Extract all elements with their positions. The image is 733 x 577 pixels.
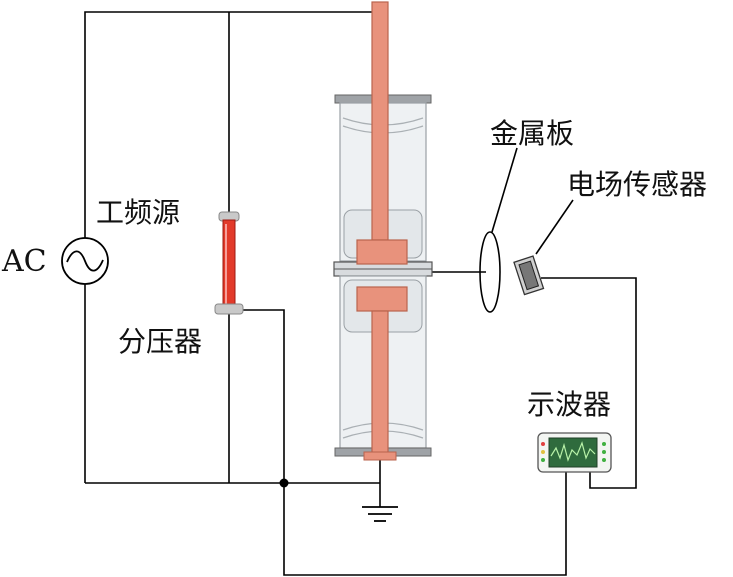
conductor-base bbox=[363, 451, 397, 461]
divider-body bbox=[222, 219, 236, 309]
sensor-to-scope-wire bbox=[541, 277, 637, 489]
metal-plate-leader bbox=[491, 147, 518, 233]
scope-trace bbox=[550, 441, 596, 462]
sensor-leader bbox=[535, 199, 574, 255]
field-sensor-icon bbox=[513, 255, 545, 296]
upper-electrode bbox=[356, 239, 408, 265]
divider-label: 分压器 bbox=[118, 325, 202, 358]
wiring bbox=[84, 11, 637, 576]
oscilloscope-label: 示波器 bbox=[527, 388, 611, 421]
lower-conductor-rod bbox=[371, 310, 389, 458]
conductor bbox=[356, 1, 408, 461]
voltage-divider bbox=[214, 211, 244, 315]
field-sensor-label: 电场传感器 bbox=[567, 168, 707, 201]
scope-screen bbox=[548, 437, 598, 468]
upper-conductor-rod bbox=[371, 1, 389, 241]
ac-source bbox=[61, 237, 109, 285]
divider-to-scope-wire bbox=[240, 309, 567, 576]
ground-icon bbox=[362, 506, 398, 522]
source-label: 工频源 bbox=[96, 196, 180, 229]
oscilloscope-icon bbox=[537, 432, 612, 473]
divider-base bbox=[214, 303, 244, 315]
metal-plate bbox=[479, 231, 501, 313]
lower-electrode bbox=[356, 286, 408, 312]
metal-plate-label: 金属板 bbox=[490, 117, 574, 150]
top-wire bbox=[84, 11, 372, 238]
sine-wave-icon bbox=[66, 250, 104, 272]
ac-label: AC bbox=[1, 244, 47, 279]
